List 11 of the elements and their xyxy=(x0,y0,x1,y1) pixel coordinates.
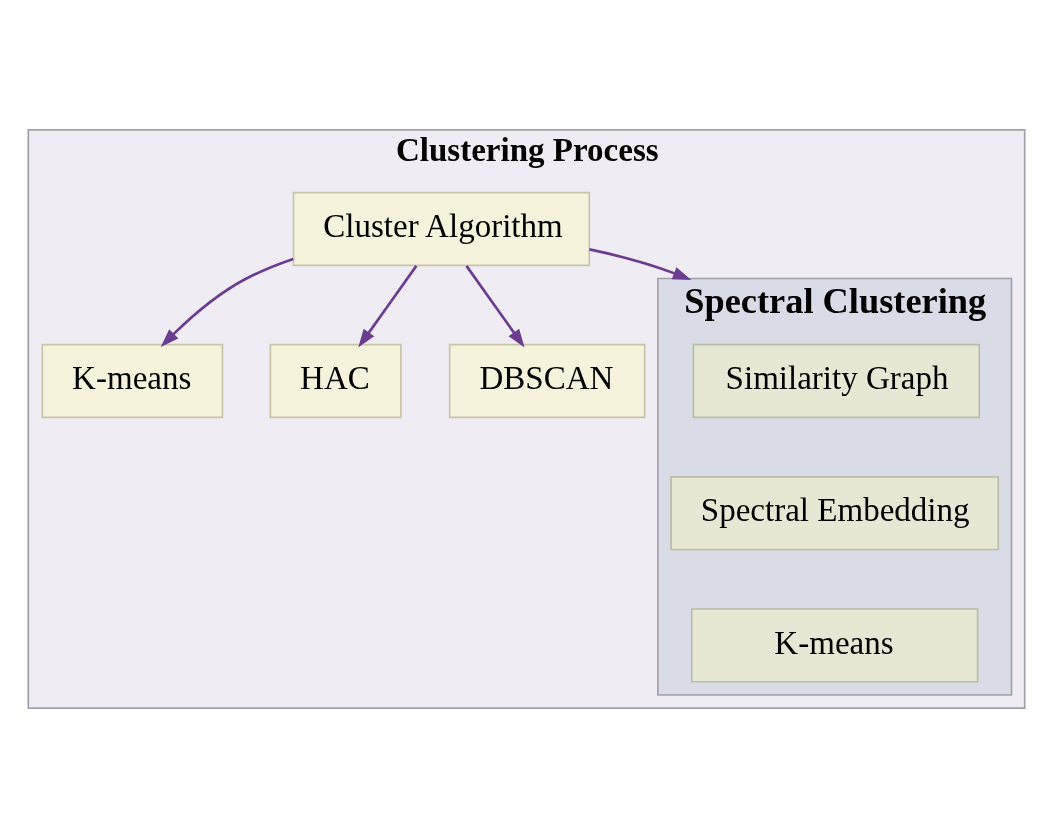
node-box: Similarity Graph xyxy=(692,343,981,418)
arrow xyxy=(465,264,525,348)
node-box: Spectral Embedding xyxy=(670,475,1000,550)
node-box: K-means xyxy=(41,343,224,418)
arrow xyxy=(589,247,692,280)
arrow xyxy=(358,264,418,348)
node-box: K-means xyxy=(690,607,979,683)
node-box: HAC xyxy=(269,343,402,418)
node-box: Cluster Algorithm xyxy=(292,191,591,266)
node-box: DBSCAN xyxy=(448,343,646,418)
arrow xyxy=(160,257,294,347)
